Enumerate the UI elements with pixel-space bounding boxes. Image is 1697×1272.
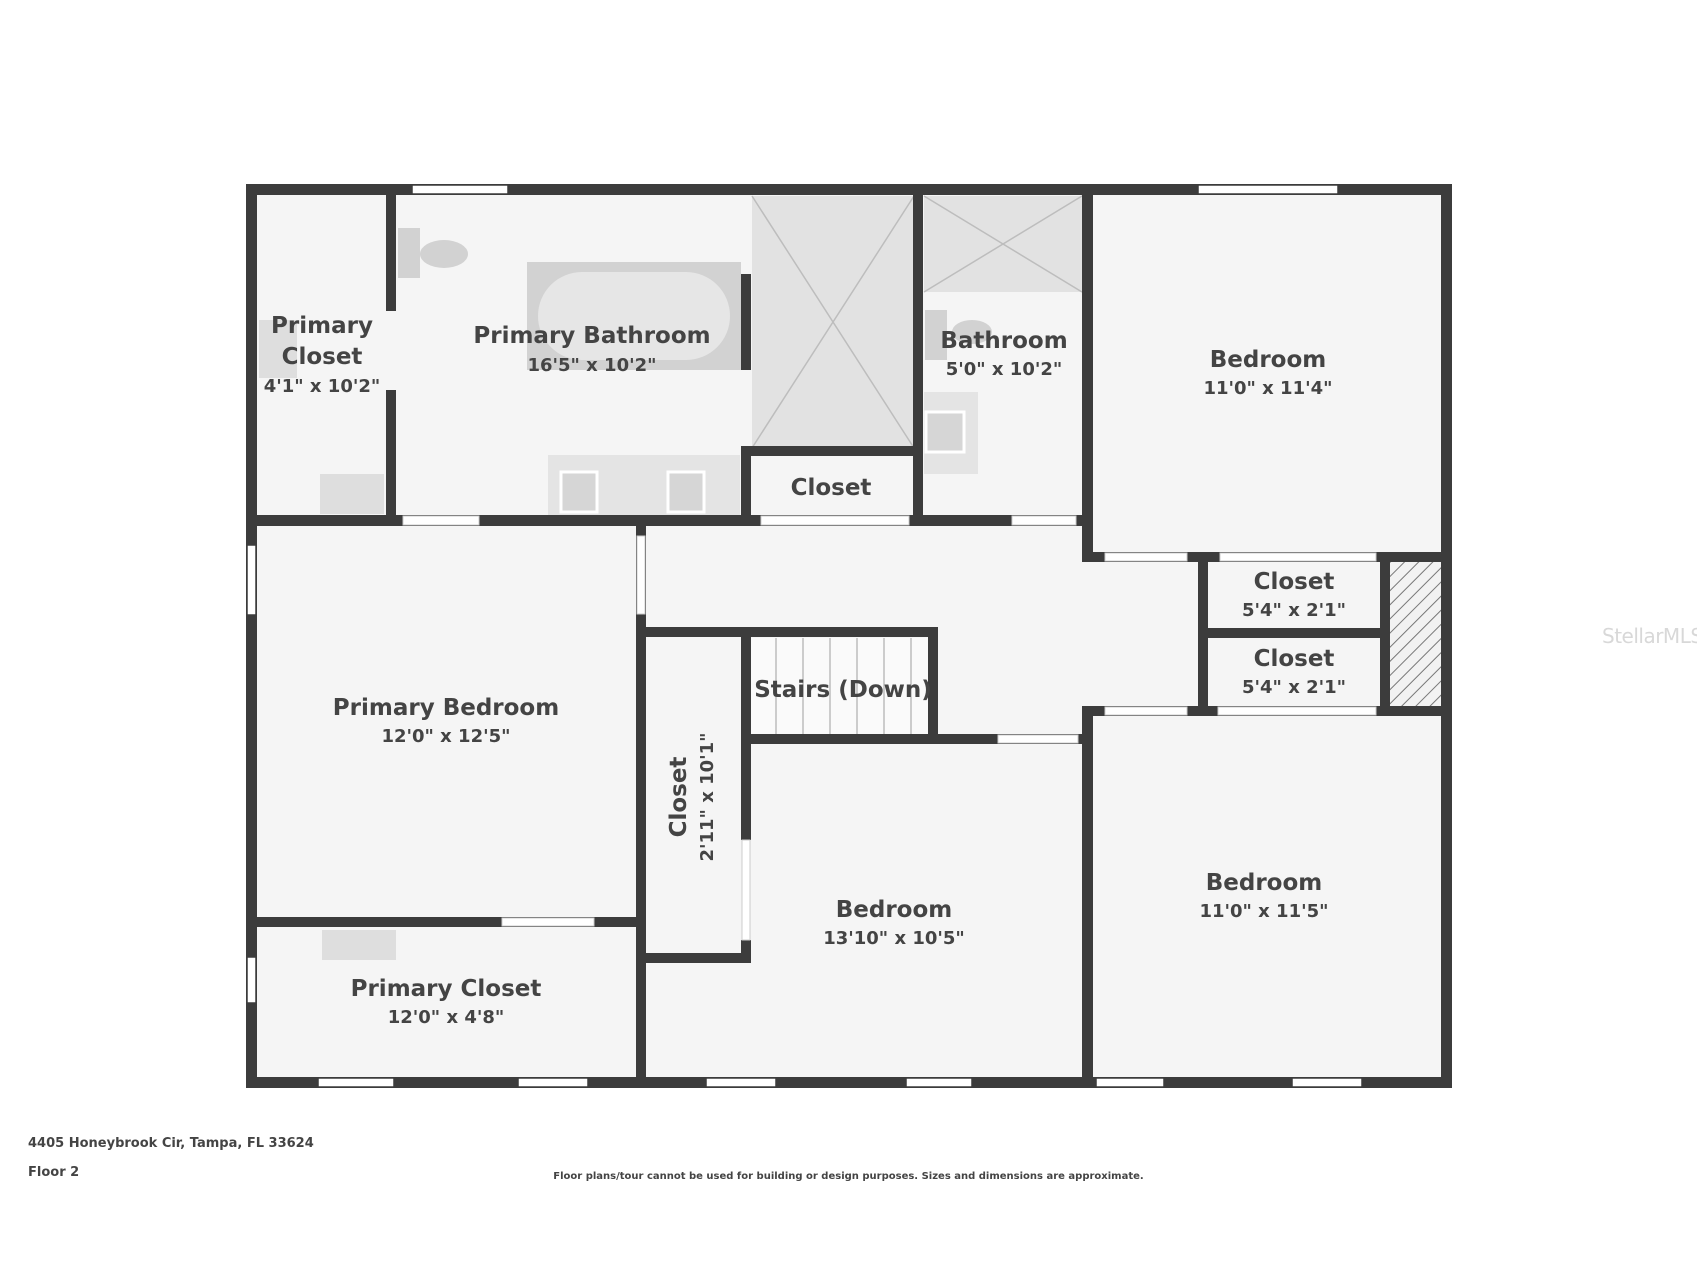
room-closet-small-1: Closet 5'4" x 2'1"	[1242, 569, 1346, 621]
floor-label: Floor 2	[28, 1165, 80, 1180]
shower-icon	[751, 195, 915, 449]
room-name: Closet	[666, 757, 692, 838]
room-name: Stairs (Down)	[754, 677, 932, 703]
room-closet-vertical: Closet 2'11" x 10'1"	[666, 732, 718, 861]
room-name: Closet	[1254, 646, 1335, 672]
bathtub-icon	[527, 262, 741, 370]
room-dimensions: 12'0" x 4'8"	[388, 1007, 505, 1028]
room-dimensions: 5'4" x 2'1"	[1242, 600, 1346, 621]
room-bedroom-ne: Bedroom 11'0" x 11'4"	[1203, 347, 1332, 399]
room-name: Bedroom	[836, 897, 953, 923]
exterior-walls	[246, 184, 1452, 1088]
room-dimensions: 4'1" x 10'2"	[264, 376, 381, 397]
room-closet-hall: Closet	[791, 475, 872, 501]
room-dimensions: 13'10" x 10'5"	[823, 928, 965, 949]
room-primary-bedroom: Primary Bedroom 12'0" x 12'5"	[333, 695, 559, 747]
shelf-icon	[259, 320, 297, 378]
shower-icon	[923, 195, 1083, 293]
room-name: Primary Bathroom	[473, 323, 710, 349]
room-name: Primary Bedroom	[333, 695, 559, 721]
room-name: Closet	[282, 344, 363, 370]
door-openings	[402, 515, 1377, 941]
room-bedroom-center: Bedroom 13'10" x 10'5"	[823, 897, 965, 949]
room-dimensions: 12'0" x 12'5"	[381, 726, 510, 747]
room-dimensions: 2'11" x 10'1"	[697, 732, 718, 861]
windows	[246, 184, 1363, 1088]
sink-icon	[924, 392, 978, 474]
room-dimensions: 5'0" x 10'2"	[946, 359, 1063, 380]
stairs-icon	[750, 638, 938, 738]
utility-chase	[1389, 562, 1443, 706]
room-dimensions: 5'4" x 2'1"	[1242, 677, 1346, 698]
shelf-icon	[320, 474, 384, 514]
room-name: Bedroom	[1210, 347, 1327, 373]
room-primary-closet-top: Primary Closet 4'1" x 10'2"	[264, 313, 381, 397]
room-name: Primary Closet	[351, 976, 542, 1002]
room-primary-bathroom: Primary Bathroom 16'5" x 10'2"	[473, 323, 710, 376]
room-bathroom: Bathroom 5'0" x 10'2"	[940, 328, 1067, 380]
room-dimensions: 16'5" x 10'2"	[527, 355, 656, 376]
room-closet-small-2: Closet 5'4" x 2'1"	[1242, 646, 1346, 698]
shelf-icon	[322, 930, 396, 960]
room-dimensions: 11'0" x 11'5"	[1199, 901, 1328, 922]
property-address: 4405 Honeybrook Cir, Tampa, FL 33624	[28, 1136, 314, 1151]
room-stairs: Stairs (Down)	[754, 677, 932, 703]
vanity-icon	[548, 455, 740, 515]
room-name: Primary	[271, 313, 373, 339]
disclaimer-text: Floor plans/tour cannot be used for buil…	[553, 1171, 1144, 1182]
room-dimensions: 11'0" x 11'4"	[1203, 378, 1332, 399]
toilet-icon	[925, 310, 992, 360]
toilet-icon	[398, 228, 468, 278]
watermark: StellarMLS	[1602, 624, 1697, 648]
room-name: Closet	[791, 475, 872, 501]
room-name: Closet	[1254, 569, 1335, 595]
room-primary-closet-bottom: Primary Closet 12'0" x 4'8"	[351, 976, 542, 1028]
room-bedroom-se: Bedroom 11'0" x 11'5"	[1199, 870, 1328, 922]
room-name: Bathroom	[940, 328, 1067, 354]
room-name: Bedroom	[1206, 870, 1323, 896]
disclaimer: Floor plans/tour cannot be used for buil…	[0, 1171, 1697, 1182]
